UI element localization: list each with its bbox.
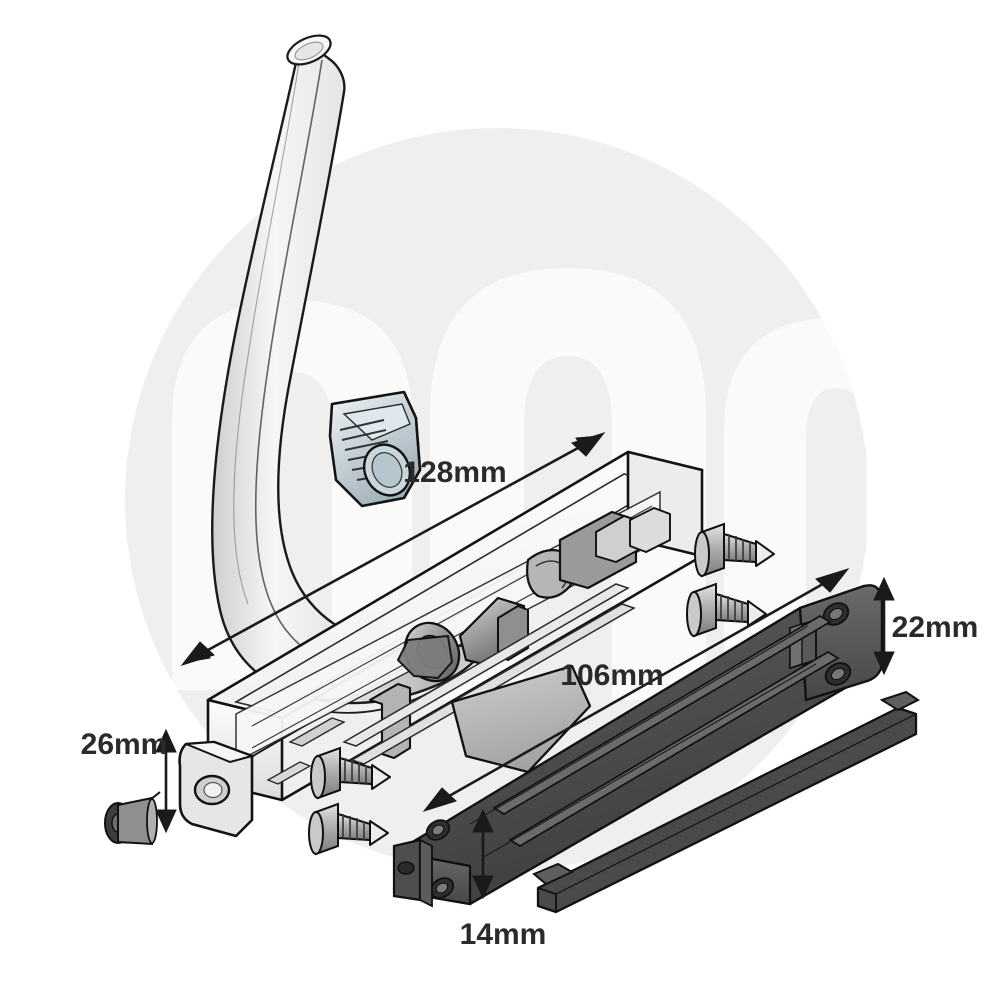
- cam-mechanism: [342, 507, 671, 774]
- dimension-labels: 128mm 106mm 26mm 22mm 14mm: [81, 456, 979, 951]
- handle-hub: [328, 390, 422, 508]
- dimension-arrows: [155, 432, 895, 900]
- dimension-label-14mm: 14mm: [460, 918, 547, 951]
- screw-3: [310, 746, 391, 800]
- screw-4: [308, 802, 389, 856]
- packer-bar: [532, 690, 920, 914]
- dim-arrow-106: [422, 568, 850, 812]
- dimension-label-128mm: 128mm: [403, 456, 506, 489]
- dim-arrow-22: [873, 576, 895, 676]
- dimension-label-106mm: 106mm: [560, 659, 663, 692]
- dim-arrow-26: [155, 728, 177, 834]
- spindle-cap: [104, 791, 161, 846]
- dim-arrow-128: [180, 432, 606, 666]
- dimension-label-26mm: 26mm: [81, 728, 168, 761]
- dim-arrow-14: [472, 808, 494, 900]
- screw-1: [694, 522, 775, 578]
- striker-plate: [392, 584, 884, 908]
- dimension-label-22mm: 22mm: [892, 611, 979, 644]
